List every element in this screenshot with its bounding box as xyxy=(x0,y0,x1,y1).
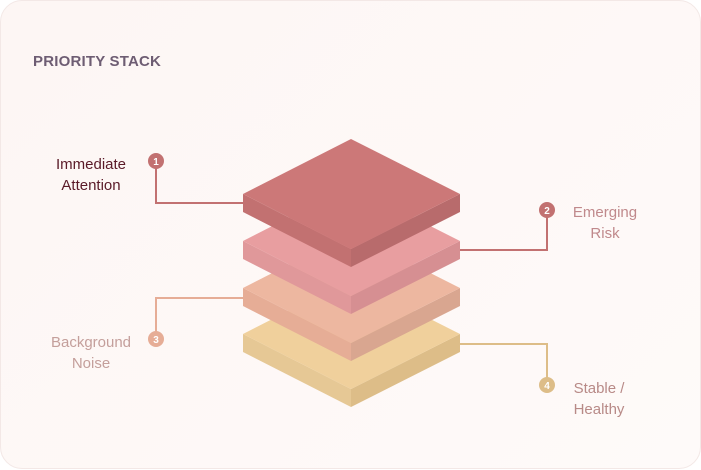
label-stable-healthy: Stable / Healthy xyxy=(549,378,649,420)
label-line: Attention xyxy=(61,177,121,194)
label-background-noise: Background Noise xyxy=(41,332,141,374)
connector-2 xyxy=(460,210,548,251)
badge-4: 4 xyxy=(544,381,550,392)
label-line: Noise xyxy=(71,355,111,372)
label-immediate-attention: Immediate Attention xyxy=(41,154,141,196)
badge-1: 1 xyxy=(153,157,159,168)
label-line: Risk xyxy=(590,225,620,242)
label-line: Stable / xyxy=(573,380,625,397)
badge-2: 2 xyxy=(544,206,550,217)
label-line: Emerging xyxy=(572,204,638,221)
label-line: Healthy xyxy=(573,401,625,418)
connector-3 xyxy=(155,297,243,339)
connector-1 xyxy=(155,161,243,204)
label-line: Background xyxy=(50,334,132,351)
layer-1 xyxy=(243,139,460,267)
diagram-title: PRIORITY STACK xyxy=(33,53,162,70)
connector-4 xyxy=(460,343,548,385)
label-line: Immediate xyxy=(55,156,127,173)
badge-3: 3 xyxy=(153,335,159,346)
label-emerging-risk: Emerging Risk xyxy=(555,202,655,244)
